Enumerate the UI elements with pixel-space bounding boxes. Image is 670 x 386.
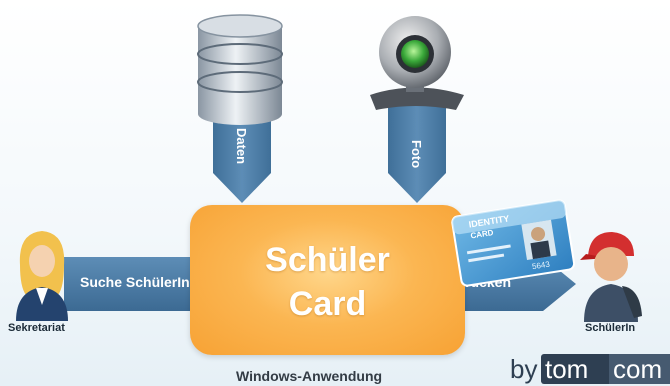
foto-label: Foto bbox=[409, 140, 424, 169]
foto-arrow bbox=[388, 105, 446, 203]
daten-arrow bbox=[213, 105, 271, 203]
daten-label: Daten bbox=[234, 128, 249, 165]
footer-caption: Windows-Anwendung bbox=[236, 368, 383, 384]
student-label: SchülerIn bbox=[585, 322, 636, 334]
database-icon bbox=[197, 14, 283, 125]
student-person-icon bbox=[580, 232, 642, 322]
brand-com: com bbox=[609, 354, 670, 384]
id-card-line2: CARD bbox=[470, 228, 494, 241]
id-card-icon: IDENTITY CARD 5643 bbox=[451, 199, 576, 287]
brand-prefix: by bbox=[510, 354, 538, 384]
schueler-card-box: Schüler Card bbox=[190, 205, 465, 355]
search-arrow-label: Suche SchülerIn bbox=[80, 274, 190, 290]
center-title-line1: Schüler bbox=[265, 241, 390, 279]
brand-tom: tom bbox=[541, 354, 609, 384]
id-card-number: 5643 bbox=[531, 260, 551, 272]
secretary-person-icon bbox=[16, 231, 68, 321]
center-title-line2: Card bbox=[288, 285, 367, 323]
secretary-label: Sekretariat bbox=[8, 322, 65, 334]
webcam-icon bbox=[370, 16, 464, 110]
